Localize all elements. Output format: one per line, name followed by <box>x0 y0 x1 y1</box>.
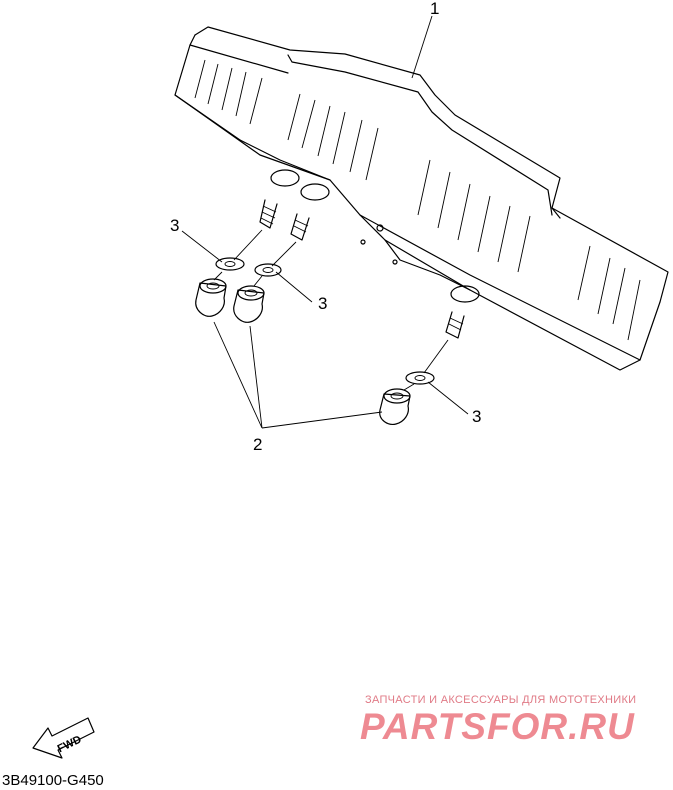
washer-lower-right <box>405 371 435 385</box>
callout-washer-upper-left: 3 <box>170 216 179 235</box>
meter-assembly <box>174 26 669 371</box>
callout-washer-lower-right: 3 <box>472 407 481 426</box>
watermark-brand: PARTSFOR.RU <box>360 706 635 747</box>
cap-nut-left <box>195 278 227 317</box>
callout-meter-assembly: 1 <box>430 0 439 18</box>
cap-nut-right <box>379 388 411 425</box>
stud-left <box>259 199 278 229</box>
watermark-subtitle: ЗАПЧАСТИ И АКСЕССУАРЫ ДЛЯ МОТОТЕХНИКИ <box>365 694 637 706</box>
callout-cap-nut: 2 <box>253 435 262 454</box>
washer-middle <box>254 263 282 277</box>
callout-washer-middle: 3 <box>318 294 327 313</box>
stud-middle <box>290 213 310 241</box>
washer-upper-left <box>215 257 245 271</box>
assembly-guide-lines <box>213 229 449 391</box>
fwd-label: FWD <box>56 734 84 756</box>
leader-lines <box>181 15 469 429</box>
stud-right <box>445 311 465 339</box>
diagram-code: 3B49100-G450 <box>2 772 104 789</box>
fwd-arrow-icon: FWD <box>32 717 95 759</box>
cap-nut-middle <box>233 285 265 323</box>
